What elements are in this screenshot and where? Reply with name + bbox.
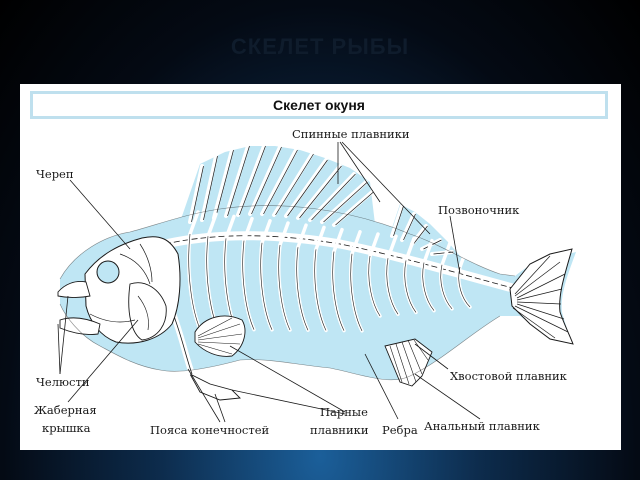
diagram-card: Скелет окуня	[20, 84, 621, 450]
eye-socket	[97, 261, 119, 283]
label-spine: Позвоночник	[438, 203, 520, 217]
label-paired-fins-2: плавники	[310, 423, 369, 437]
label-paired-fins-1: Парные	[320, 405, 368, 419]
label-gill-cover-1: Жаберная	[34, 403, 97, 417]
label-jaws: Челюсти	[36, 375, 90, 389]
perch-skeleton-diagram: Спинные плавники Череп Позвоночник Челюс…	[20, 84, 621, 450]
label-ribs: Ребра	[382, 423, 418, 437]
label-gill-cover-2: крышка	[42, 421, 91, 435]
label-dorsal-fins: Спинные плавники	[292, 127, 410, 141]
pelvic-fin	[190, 374, 240, 400]
slide-title: СКЕЛЕТ РЫБЫ	[0, 34, 640, 60]
label-anal-fin: Анальный плавник	[424, 419, 541, 433]
label-tail-fin: Хвостовой плавник	[450, 369, 568, 383]
label-skull: Череп	[36, 167, 74, 181]
label-limb-girdles: Пояса конечностей	[150, 423, 270, 437]
